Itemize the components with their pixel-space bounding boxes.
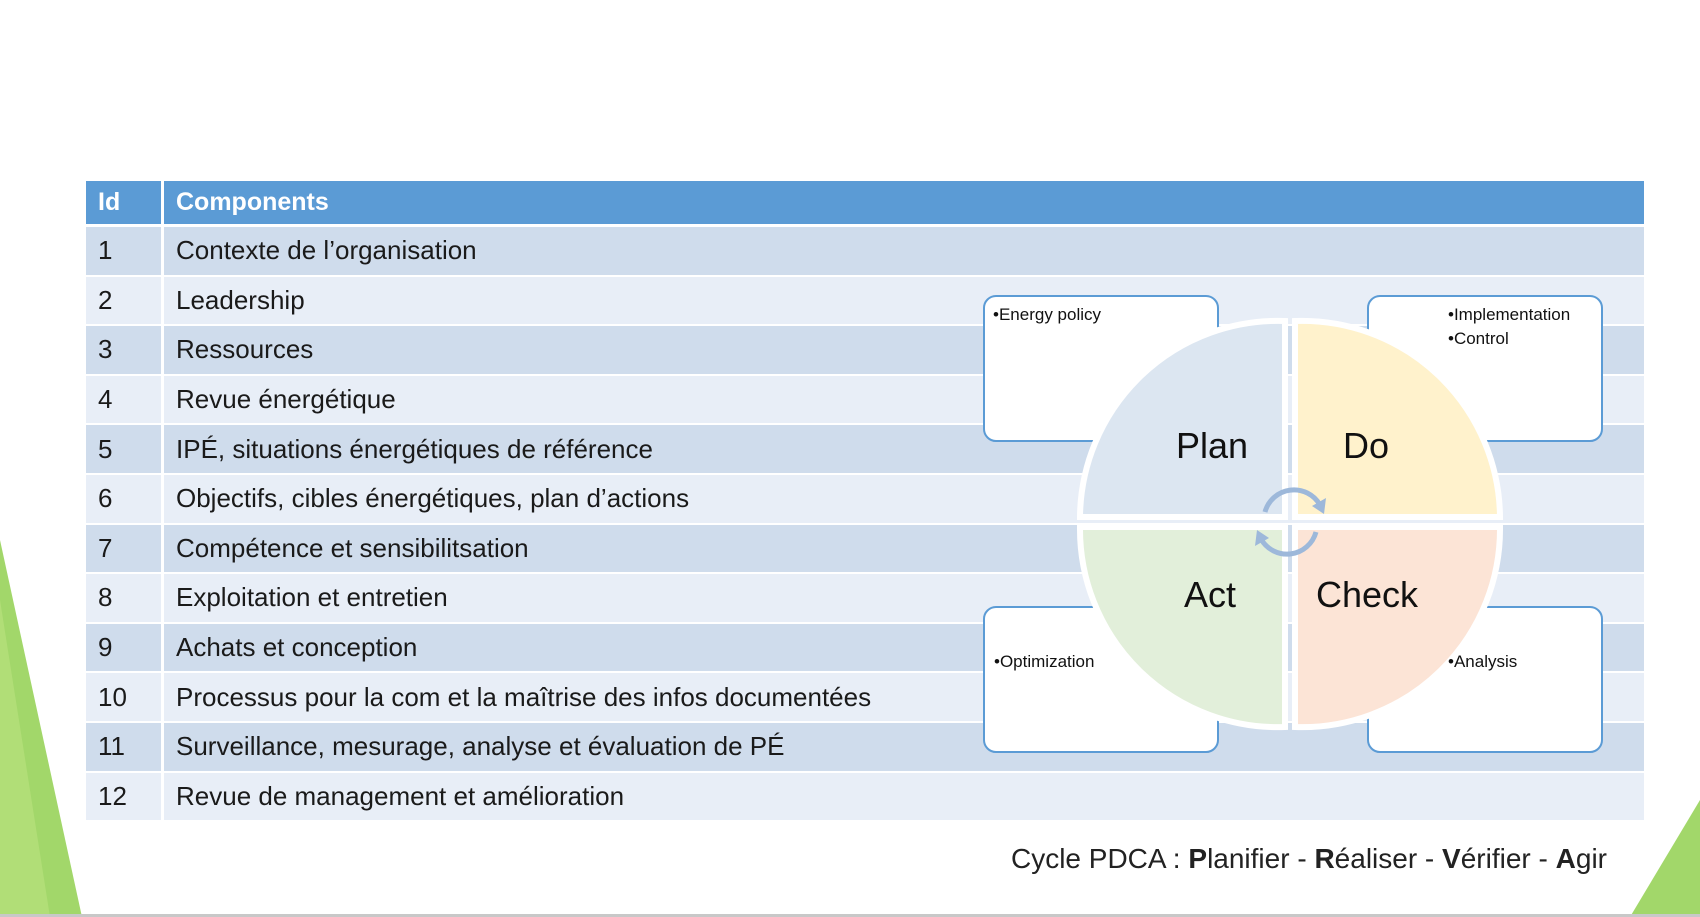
table-row: 9 Achats et conception	[86, 623, 1644, 674]
caption-a-rest: gir	[1575, 843, 1607, 874]
row-component: Leadership	[164, 276, 1644, 327]
row-component: Ressources	[164, 326, 1644, 376]
row-id: 9	[86, 623, 164, 674]
green-triangle-right-decoration	[1631, 800, 1700, 914]
row-id: 7	[86, 524, 164, 575]
table-row: 2 Leadership	[86, 276, 1644, 327]
table-row: 1 Contexte de l’organisation	[86, 227, 1644, 277]
header-components: Components	[164, 181, 1644, 227]
caption-v-rest: érifier	[1460, 843, 1531, 874]
caption-separator: -	[1289, 843, 1315, 874]
row-id: 4	[86, 375, 164, 426]
caption-v-letter: V	[1442, 843, 1461, 874]
row-component: Achats et conception	[164, 623, 1644, 674]
row-component: Contexte de l’organisation	[164, 227, 1644, 277]
row-component: Revue énergétique	[164, 375, 1644, 426]
caption-r-rest: éaliser	[1334, 843, 1418, 874]
row-id: 12	[86, 772, 164, 823]
table-header-row: Id Components	[86, 181, 1644, 227]
caption-p-rest: lanifier	[1207, 843, 1290, 874]
green-triangle-left-decoration	[0, 540, 82, 914]
table-row: 6 Objectifs, cibles énergétiques, plan d…	[86, 474, 1644, 525]
row-id: 5	[86, 425, 164, 475]
row-component: Objectifs, cibles énergétiques, plan d’a…	[164, 474, 1644, 525]
row-id: 10	[86, 673, 164, 723]
table-row: 8 Exploitation et entretien	[86, 574, 1644, 624]
table-row: 3 Ressources	[86, 326, 1644, 376]
header-id: Id	[86, 181, 164, 227]
row-component: Compétence et sensibilitsation	[164, 524, 1644, 575]
table-row: 10 Processus pour la com et la maîtrise …	[86, 673, 1644, 723]
row-id: 3	[86, 326, 164, 376]
row-id: 2	[86, 276, 164, 327]
caption-prefix: Cycle PDCA :	[1010, 843, 1189, 874]
row-id: 11	[86, 722, 164, 773]
pdca-caption: Cycle PDCA : Planifier - Réaliser - Véri…	[1011, 843, 1607, 875]
caption-r-letter: R	[1314, 843, 1335, 874]
iso-components-table: Id Components 1 Contexte de l’organisati…	[86, 181, 1644, 823]
caption-separator: -	[1530, 843, 1556, 874]
table-row: 5 IPÉ, situations énergétiques de référe…	[86, 425, 1644, 475]
caption-p-letter: P	[1188, 843, 1208, 874]
row-component: Revue de management et amélioration	[164, 772, 1644, 823]
row-id: 8	[86, 574, 164, 624]
row-component: Processus pour la com et la maîtrise des…	[164, 673, 1644, 723]
row-component: Surveillance, mesurage, analyse et évalu…	[164, 722, 1644, 773]
row-id: 1	[86, 227, 164, 277]
caption-a-letter: A	[1555, 843, 1576, 874]
caption-separator: -	[1417, 843, 1443, 874]
table-row: 11 Surveillance, mesurage, analyse et év…	[86, 722, 1644, 773]
row-component: IPÉ, situations énergétiques de référenc…	[164, 425, 1644, 475]
table-row: 7 Compétence et sensibilitsation	[86, 524, 1644, 575]
row-id: 6	[86, 474, 164, 525]
row-component: Exploitation et entretien	[164, 574, 1644, 624]
table-row: 12 Revue de management et amélioration	[86, 772, 1644, 823]
table-row: 4 Revue énergétique	[86, 375, 1644, 426]
